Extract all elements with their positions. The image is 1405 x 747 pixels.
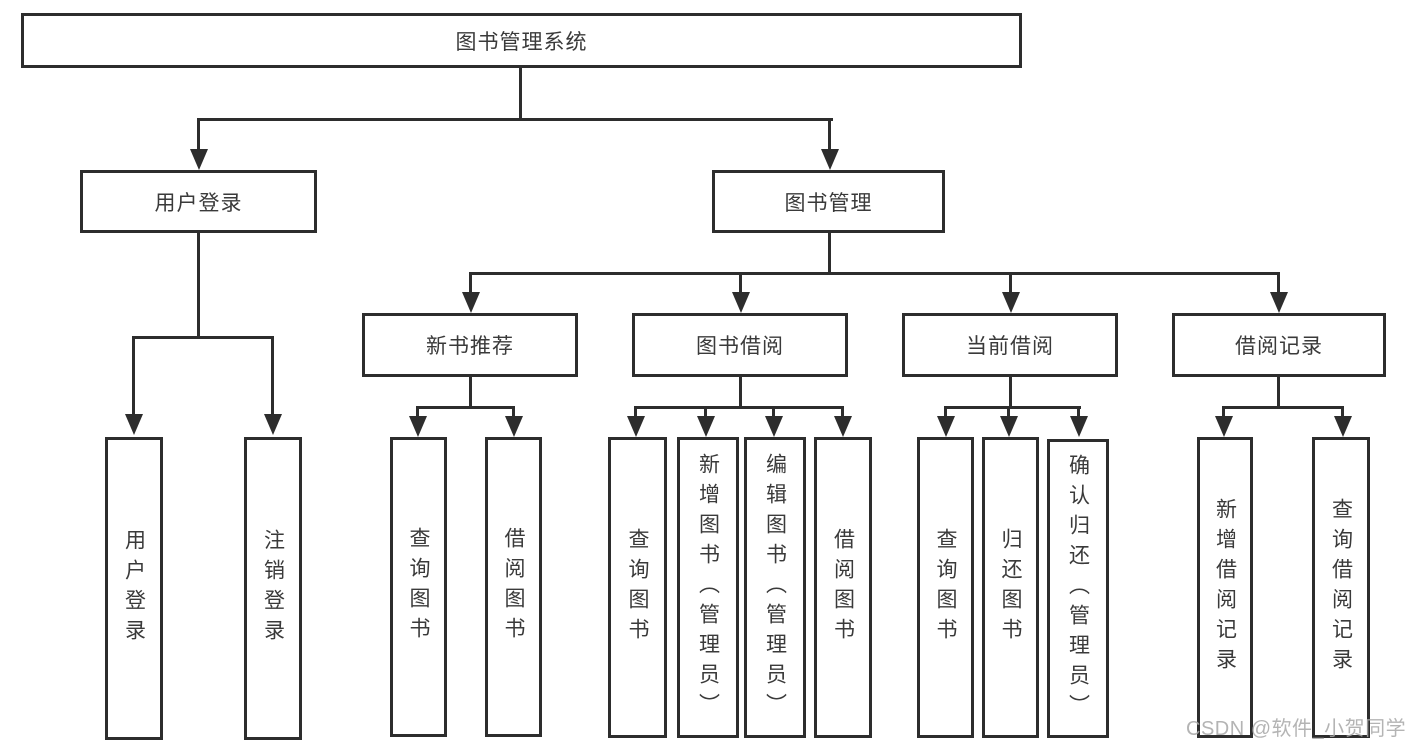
- connector: [634, 406, 637, 418]
- connector: [828, 233, 831, 275]
- connector: [132, 336, 274, 339]
- arrowhead: [462, 292, 480, 313]
- leaf-label: 归还图书: [999, 527, 1022, 648]
- arrowhead: [1002, 292, 1020, 313]
- node-new-book-recommendation: 新书推荐: [362, 313, 578, 377]
- node-current-borrowing: 当前借阅: [902, 313, 1118, 377]
- csdn-watermark: CSDN @软件_小贺同学: [1186, 718, 1405, 740]
- connector: [739, 377, 742, 408]
- node-label: 借阅记录: [1235, 335, 1323, 358]
- leaf-user-login: 用户登录: [105, 437, 163, 740]
- node-label: 当前借阅: [966, 335, 1054, 358]
- node-label: 图书借阅: [696, 335, 784, 358]
- arrowhead: [821, 149, 839, 170]
- connector: [1277, 272, 1280, 294]
- arrowhead: [937, 416, 955, 437]
- leaf-label: 借阅图书: [831, 527, 855, 648]
- node-borrowing-records: 借阅记录: [1172, 313, 1386, 377]
- node-label: 图书管理: [784, 191, 873, 215]
- connector: [469, 272, 1280, 275]
- leaf-label: 查询图书: [626, 527, 649, 648]
- node-book-borrowing: 图书借阅: [632, 313, 848, 377]
- leaf-confirm-return-admin: 确认归还（管理员）: [1047, 439, 1109, 738]
- connector: [828, 118, 831, 151]
- arrowhead: [834, 416, 852, 437]
- node-label: 用户登录: [154, 191, 243, 215]
- arrowhead: [1215, 416, 1233, 437]
- leaf-label: 用户登录: [122, 528, 146, 649]
- leaf-label: 注销登录: [261, 528, 285, 649]
- arrowhead: [1000, 416, 1018, 437]
- leaf-label: 编辑图书（管理员）: [763, 452, 787, 723]
- leaf-return-books: 归还图书: [982, 437, 1039, 738]
- leaf-borrow-books: 借阅图书: [814, 437, 872, 738]
- connector: [841, 406, 844, 418]
- connector: [197, 233, 200, 339]
- connector: [1009, 272, 1012, 294]
- connector: [416, 406, 515, 409]
- connector: [1222, 406, 1344, 409]
- leaf-label: 新增图书（管理员）: [696, 452, 720, 723]
- leaf-borrow-books-recommend: 借阅图书: [485, 437, 542, 737]
- connector: [132, 336, 135, 416]
- leaf-query-books-current: 查询图书: [917, 437, 974, 738]
- connector: [1341, 406, 1344, 418]
- leaf-query-borrow-record: 查询借阅记录: [1312, 437, 1370, 738]
- connector: [1009, 377, 1012, 408]
- arrowhead: [1070, 416, 1088, 437]
- connector: [1277, 377, 1280, 408]
- leaf-logout: 注销登录: [244, 437, 302, 740]
- connector: [512, 406, 515, 418]
- node-label: 图书管理系统: [455, 30, 588, 54]
- node-label: 新书推荐: [426, 335, 514, 358]
- leaf-label: 借阅图书: [502, 527, 525, 647]
- connector: [1222, 406, 1225, 418]
- connector: [634, 406, 844, 409]
- node-book-management: 图书管理: [712, 170, 945, 233]
- connector: [519, 68, 522, 120]
- arrowhead: [1334, 416, 1352, 437]
- arrowhead: [1270, 292, 1288, 313]
- arrowhead: [125, 414, 143, 435]
- leaf-label: 查询图书: [407, 527, 430, 647]
- connector: [271, 336, 274, 416]
- node-user-login: 用户登录: [80, 170, 317, 233]
- connector: [704, 406, 707, 418]
- connector: [772, 406, 775, 418]
- connector: [944, 406, 947, 418]
- leaf-label: 查询借阅记录: [1329, 497, 1353, 678]
- leaf-label: 新增借阅记录: [1213, 497, 1237, 678]
- node-book-management-system: 图书管理系统: [21, 13, 1022, 68]
- arrowhead: [697, 416, 715, 437]
- arrowhead: [190, 149, 208, 170]
- connector: [416, 406, 419, 418]
- connector: [469, 377, 472, 408]
- connector: [469, 272, 472, 294]
- leaf-label: 查询图书: [934, 527, 957, 648]
- connector: [197, 118, 200, 151]
- arrowhead: [409, 416, 427, 437]
- arrowhead: [732, 292, 750, 313]
- arrowhead: [765, 416, 783, 437]
- leaf-add-borrow-record: 新增借阅记录: [1197, 437, 1253, 738]
- connector: [197, 118, 833, 121]
- connector: [739, 272, 742, 294]
- arrowhead: [505, 416, 523, 437]
- arrowhead: [264, 414, 282, 435]
- arrowhead: [627, 416, 645, 437]
- leaf-label: 确认归还（管理员）: [1066, 453, 1090, 724]
- leaf-query-books-recommend: 查询图书: [390, 437, 447, 737]
- connector: [1077, 406, 1080, 418]
- connector: [944, 406, 1081, 409]
- leaf-query-books-borrow: 查询图书: [608, 437, 667, 738]
- leaf-add-books-admin: 新增图书（管理员）: [677, 437, 739, 738]
- leaf-edit-books-admin: 编辑图书（管理员）: [744, 437, 806, 738]
- connector: [1007, 406, 1010, 418]
